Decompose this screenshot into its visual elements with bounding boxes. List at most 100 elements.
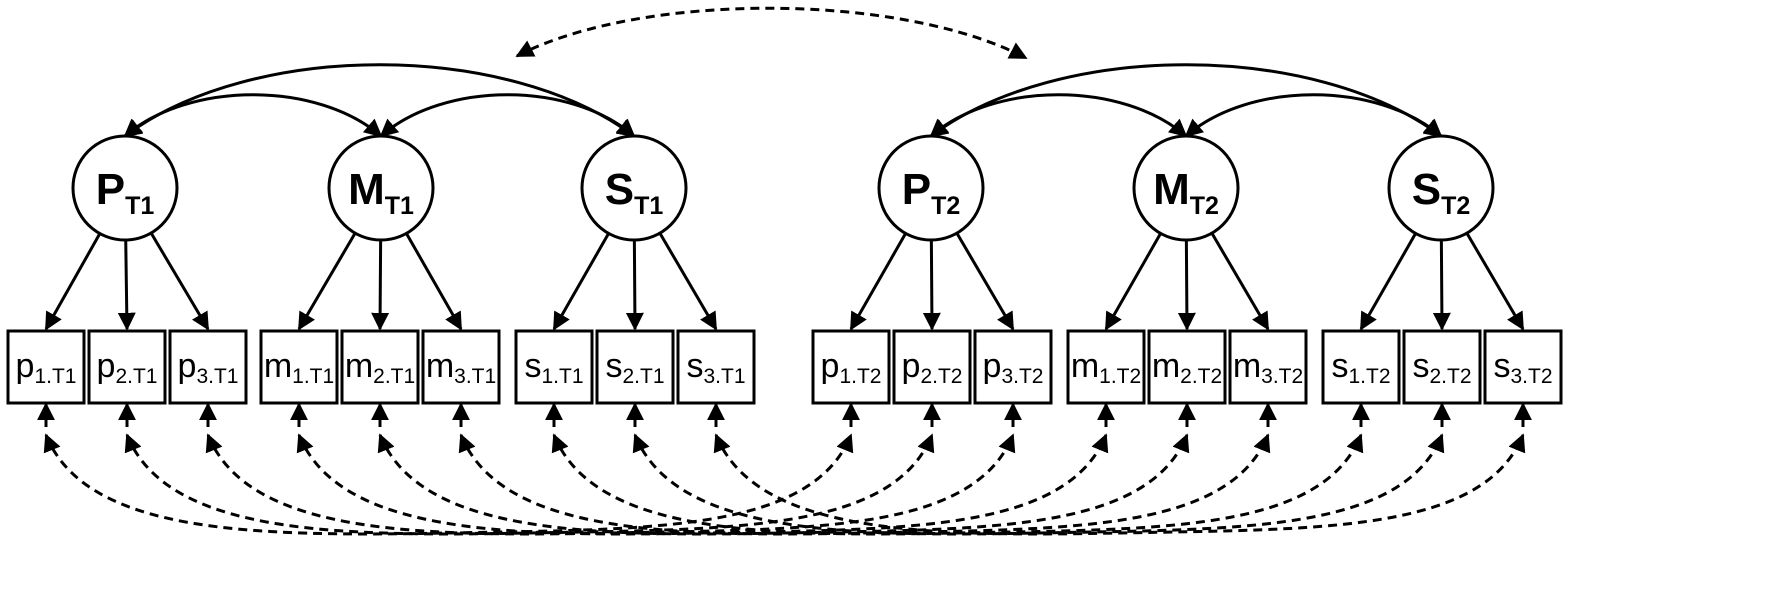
latent-label: MT1 — [348, 165, 414, 220]
indicator-box — [595, 329, 675, 405]
indicator-subscript: 3.T1 — [196, 365, 238, 388]
indicator-box — [676, 329, 756, 405]
indicator-subscript: 2.T1 — [115, 365, 157, 388]
indicator-subscript: 3.T2 — [1261, 365, 1303, 388]
indicator-p1T2: p1.T2 — [811, 329, 891, 405]
latent-circle — [1387, 134, 1495, 242]
factor-loadings — [44, 232, 1525, 331]
indicator-subscript: 3.T2 — [1001, 365, 1043, 388]
indicator-label: m1.T2 — [1071, 347, 1141, 388]
indicator-subscript: 2.T2 — [1180, 365, 1222, 388]
factor-covariance-P_T1-S_T1 — [123, 63, 636, 138]
latent-subscript: T2 — [1190, 192, 1219, 220]
indicator-label: p3.T1 — [178, 347, 239, 388]
indicator-box — [259, 329, 339, 405]
indicator-main: p — [97, 347, 116, 385]
indicator-s3T1: s3.T1 — [676, 329, 756, 405]
loading-P_T1-p3T1 — [149, 232, 210, 331]
loading-S_T1-s3T1 — [658, 232, 718, 331]
indicator-subscript: 1.T2 — [1099, 365, 1141, 388]
indicator-label: s3.T2 — [1493, 347, 1552, 388]
loading-M_T1-m2T1 — [371, 239, 390, 331]
loading-M_T2-m3T2 — [1210, 232, 1270, 331]
loading-M_T2-m2T2 — [1177, 239, 1196, 331]
indicator-main: m — [1152, 347, 1180, 385]
indicator-box — [1228, 329, 1308, 405]
residual-covariance-p3T1-p3T2 — [205, 433, 1016, 536]
indicator-label: p1.T2 — [821, 347, 882, 388]
indicator-main: p — [16, 347, 35, 385]
indicator-s3T2: s3.T2 — [1483, 329, 1563, 405]
loading-M_T1-m1T1 — [297, 232, 357, 331]
indicator-box — [168, 329, 248, 405]
indicator-main: m — [426, 347, 454, 385]
latent-circle — [580, 134, 688, 242]
indicator-p1T1: p1.T1 — [6, 329, 86, 405]
indicator-main: p — [178, 347, 197, 385]
loading-M_T2-m1T2 — [1104, 232, 1162, 331]
indicator-m3T2: m3.T2 — [1228, 329, 1308, 405]
loading-M_T1-m3T1 — [405, 232, 463, 331]
latent-circle — [877, 134, 985, 242]
latent-main: P — [902, 165, 931, 214]
indicator-box — [1321, 329, 1401, 405]
indicator-s2T1: s2.T1 — [595, 329, 675, 405]
latent-main: P — [96, 165, 125, 214]
indicator-s1T1: s1.T1 — [514, 329, 594, 405]
latent-main: S — [605, 165, 634, 214]
indicator-label: p3.T2 — [983, 347, 1044, 388]
loading-P_T2-p2T2 — [922, 239, 941, 331]
indicator-main: s — [686, 347, 703, 385]
indicator-subscript: 3.T1 — [703, 365, 745, 388]
indicator-box — [340, 329, 420, 405]
indicator-m2T2: m2.T2 — [1147, 329, 1227, 405]
indicator-p3T1: p3.T1 — [168, 329, 248, 405]
indicator-subscript: 2.T1 — [373, 365, 415, 388]
indicator-subscript: 1.T2 — [1348, 365, 1390, 388]
factor-covariance-M_T2-S_T2 — [1184, 93, 1443, 138]
latent-P_T2: PT2 — [877, 134, 985, 242]
latent-subscript: T2 — [931, 192, 960, 220]
indicator-main: m — [264, 347, 292, 385]
indicator-label: s2.T1 — [605, 347, 664, 388]
indicator-main: s — [524, 347, 541, 385]
indicator-main: s — [1493, 347, 1510, 385]
indicator-main: p — [902, 347, 921, 385]
indicator-label: p2.T1 — [97, 347, 158, 388]
loading-P_T2-p1T2 — [849, 232, 907, 331]
indicator-label: s1.T2 — [1331, 347, 1390, 388]
latent-label: PT1 — [96, 165, 155, 220]
factor-covariance-P_T1-M_T1 — [123, 93, 383, 138]
indicator-main: s — [1331, 347, 1348, 385]
residual-covariances — [37, 402, 1532, 536]
indicator-label: m1.T1 — [264, 347, 334, 388]
indicator-main: m — [1071, 347, 1099, 385]
loading-P_T2-p3T2 — [955, 232, 1015, 331]
indicator-box — [973, 329, 1053, 405]
latent-circle — [1132, 134, 1240, 242]
indicator-box — [1066, 329, 1146, 405]
indicator-main: m — [345, 347, 373, 385]
indicator-label: p1.T1 — [16, 347, 77, 388]
indicator-subscript: 3.T1 — [454, 365, 496, 388]
indicator-label: m2.T1 — [345, 347, 415, 388]
indicator-subscript: 1.T1 — [541, 365, 583, 388]
indicator-subscript: 2.T2 — [1429, 365, 1471, 388]
loading-P_T1-p1T1 — [44, 232, 102, 331]
indicator-subscript: 3.T2 — [1510, 365, 1552, 388]
loading-S_T1-s1T1 — [552, 232, 610, 331]
indicator-box — [1402, 329, 1482, 405]
latent-P_T1: PT1 — [71, 134, 179, 242]
loading-S_T2-s1T2 — [1359, 232, 1417, 331]
indicator-box — [421, 329, 501, 405]
indicator-box — [1147, 329, 1227, 405]
factor-covariance-M_T1-S_T1 — [379, 93, 636, 138]
latent-main: M — [348, 165, 385, 214]
indicator-main: s — [605, 347, 622, 385]
indicator-m3T1: m3.T1 — [421, 329, 501, 405]
indicator-s1T2: s1.T2 — [1321, 329, 1401, 405]
latent-label: PT2 — [902, 165, 961, 220]
latent-circle — [327, 134, 435, 242]
